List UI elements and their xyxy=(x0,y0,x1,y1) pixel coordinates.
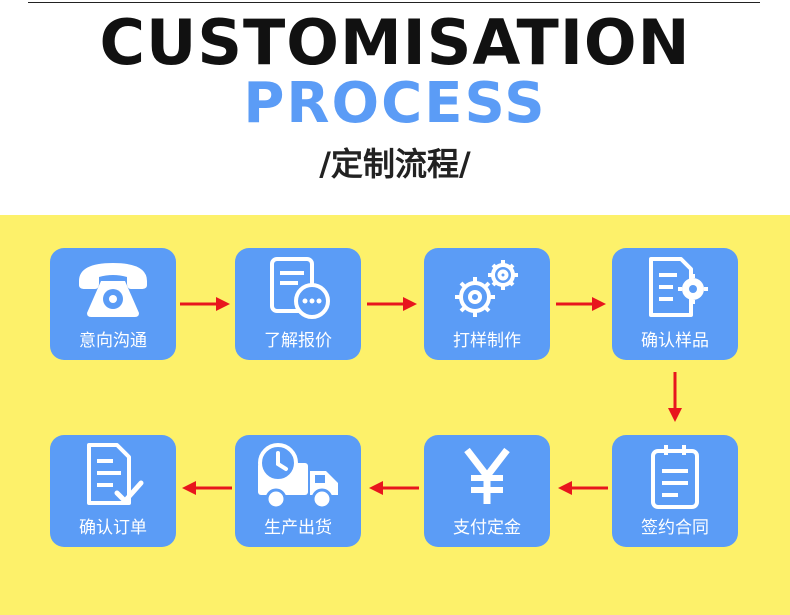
step-label: 确认样品 xyxy=(641,331,709,351)
step-label: 生产出货 xyxy=(264,518,332,538)
step-card-3: 打样制作 xyxy=(424,248,550,360)
top-divider xyxy=(28,2,760,3)
arrow-right-2 xyxy=(367,297,417,311)
step-card-8: 确认订单 xyxy=(50,435,176,547)
arrow-down xyxy=(668,372,682,422)
document-gear-icon xyxy=(612,252,738,326)
clipboard-icon xyxy=(612,439,738,513)
yen-icon xyxy=(424,439,550,513)
arrow-right-1 xyxy=(180,297,230,311)
step-label: 了解报价 xyxy=(264,331,332,351)
step-card-2: 了解报价 xyxy=(235,248,361,360)
step-card-1: 意向沟通 xyxy=(50,248,176,360)
telephone-icon xyxy=(50,252,176,326)
title-customisation: CUSTOMISATION xyxy=(99,6,691,79)
gears-icon xyxy=(424,252,550,326)
step-card-4: 确认样品 xyxy=(612,248,738,360)
step-card-7: 生产出货 xyxy=(235,435,361,547)
arrow-right-3 xyxy=(556,297,606,311)
step-label: 打样制作 xyxy=(453,331,521,351)
arrow-left-1 xyxy=(558,481,608,495)
title-process: PROCESS xyxy=(243,71,547,136)
step-label: 确认订单 xyxy=(79,518,147,538)
document-check-icon xyxy=(50,439,176,513)
delivery-truck-icon xyxy=(235,439,361,513)
step-label: 意向沟通 xyxy=(79,331,147,351)
step-card-6: 支付定金 xyxy=(424,435,550,547)
arrow-left-3 xyxy=(182,481,232,495)
step-card-5: 签约合同 xyxy=(612,435,738,547)
document-chat-icon xyxy=(235,252,361,326)
step-label: 支付定金 xyxy=(453,518,521,538)
step-label: 签约合同 xyxy=(641,518,709,538)
arrow-left-2 xyxy=(369,481,419,495)
title-chinese: /定制流程/ xyxy=(319,145,471,183)
